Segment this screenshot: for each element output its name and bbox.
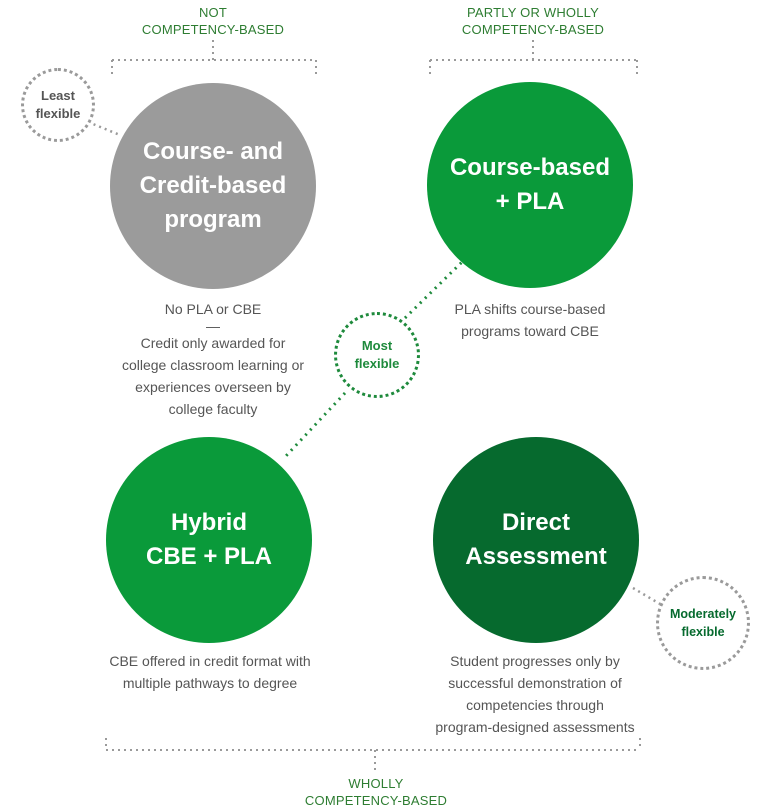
description-line: successful demonstration of: [448, 675, 622, 691]
category-line: WHOLLY: [348, 776, 404, 791]
category-not-competency: NOT COMPETENCY-BASED: [113, 4, 313, 38]
circle-label: Course- and: [142, 138, 283, 165]
direct-assessment-description: Student progresses only by successful de…: [415, 650, 655, 738]
description-line: college faculty: [168, 401, 258, 417]
course-pla-description: PLA shifts course-based programs toward …: [420, 298, 640, 342]
bracket-wholly-competency: [105, 738, 641, 770]
bracket-partly-competency: [429, 40, 638, 76]
circle-label: Course-based: [449, 154, 611, 181]
badge-label: Moderately: [670, 607, 736, 621]
category-wholly-competency: WHOLLY COMPETENCY-BASED: [276, 775, 476, 809]
badge-label: flexible: [681, 625, 725, 639]
description-line: multiple pathways to degree: [122, 675, 298, 691]
circle-label: Assessment: [465, 543, 607, 570]
description-line: experiences overseen by: [135, 379, 291, 395]
category-line: COMPETENCY-BASED: [141, 22, 285, 37]
category-line: NOT: [198, 5, 228, 20]
description-line: Student progresses only by: [450, 653, 620, 669]
circle-label: Hybrid: [170, 509, 247, 536]
hybrid-description: CBE offered in credit format with multip…: [80, 650, 340, 694]
category-line: PARTLY OR WHOLLY: [466, 5, 600, 20]
least-flexible-badge: Least flexible: [21, 68, 95, 142]
circle-label: program: [164, 206, 262, 233]
description-divider: —: [206, 318, 220, 334]
course-credit-circle: Course- and Credit-based program: [110, 83, 316, 289]
category-line: COMPETENCY-BASED: [461, 22, 605, 37]
category-partly-competency: PARTLY OR WHOLLY COMPETENCY-BASED: [423, 4, 643, 38]
badge-label: flexible: [35, 106, 81, 121]
badge-label: Least: [41, 88, 75, 103]
description-heading: No PLA or CBE: [164, 301, 262, 317]
description-line: competencies through: [466, 697, 604, 713]
most-flexible-connector-down: [283, 391, 347, 459]
circle-label: CBE + PLA: [145, 543, 273, 570]
description-line: programs toward CBE: [461, 323, 599, 339]
moderately-flexible-badge: Moderately flexible: [656, 576, 750, 670]
badge-label: flexible: [354, 356, 400, 371]
circle-label: + PLA: [495, 188, 565, 215]
category-line: COMPETENCY-BASED: [304, 793, 448, 808]
badge-label: Most: [361, 338, 393, 353]
description-line: college classroom learning or: [121, 357, 305, 373]
moderate-flexible-connector: [632, 586, 661, 606]
description-line: CBE offered in credit format with: [109, 653, 311, 669]
most-flexible-badge: Most flexible: [334, 312, 420, 398]
direct-assessment-circle: Direct Assessment: [433, 437, 639, 643]
circle-label: Credit-based: [139, 172, 287, 199]
description-line: PLA shifts course-based: [454, 301, 606, 317]
course-pla-circle: Course-based + PLA: [427, 82, 633, 288]
description-line: program-designed assessments: [435, 719, 635, 735]
bracket-not-competency: [111, 40, 317, 76]
description-line: Credit only awarded for: [140, 335, 286, 351]
circle-label: Direct: [501, 509, 570, 536]
hybrid-circle: Hybrid CBE + PLA: [106, 437, 312, 643]
course-credit-description: No PLA or CBE — Credit only awarded for …: [98, 298, 328, 420]
least-flexible-connector: [87, 120, 121, 137]
